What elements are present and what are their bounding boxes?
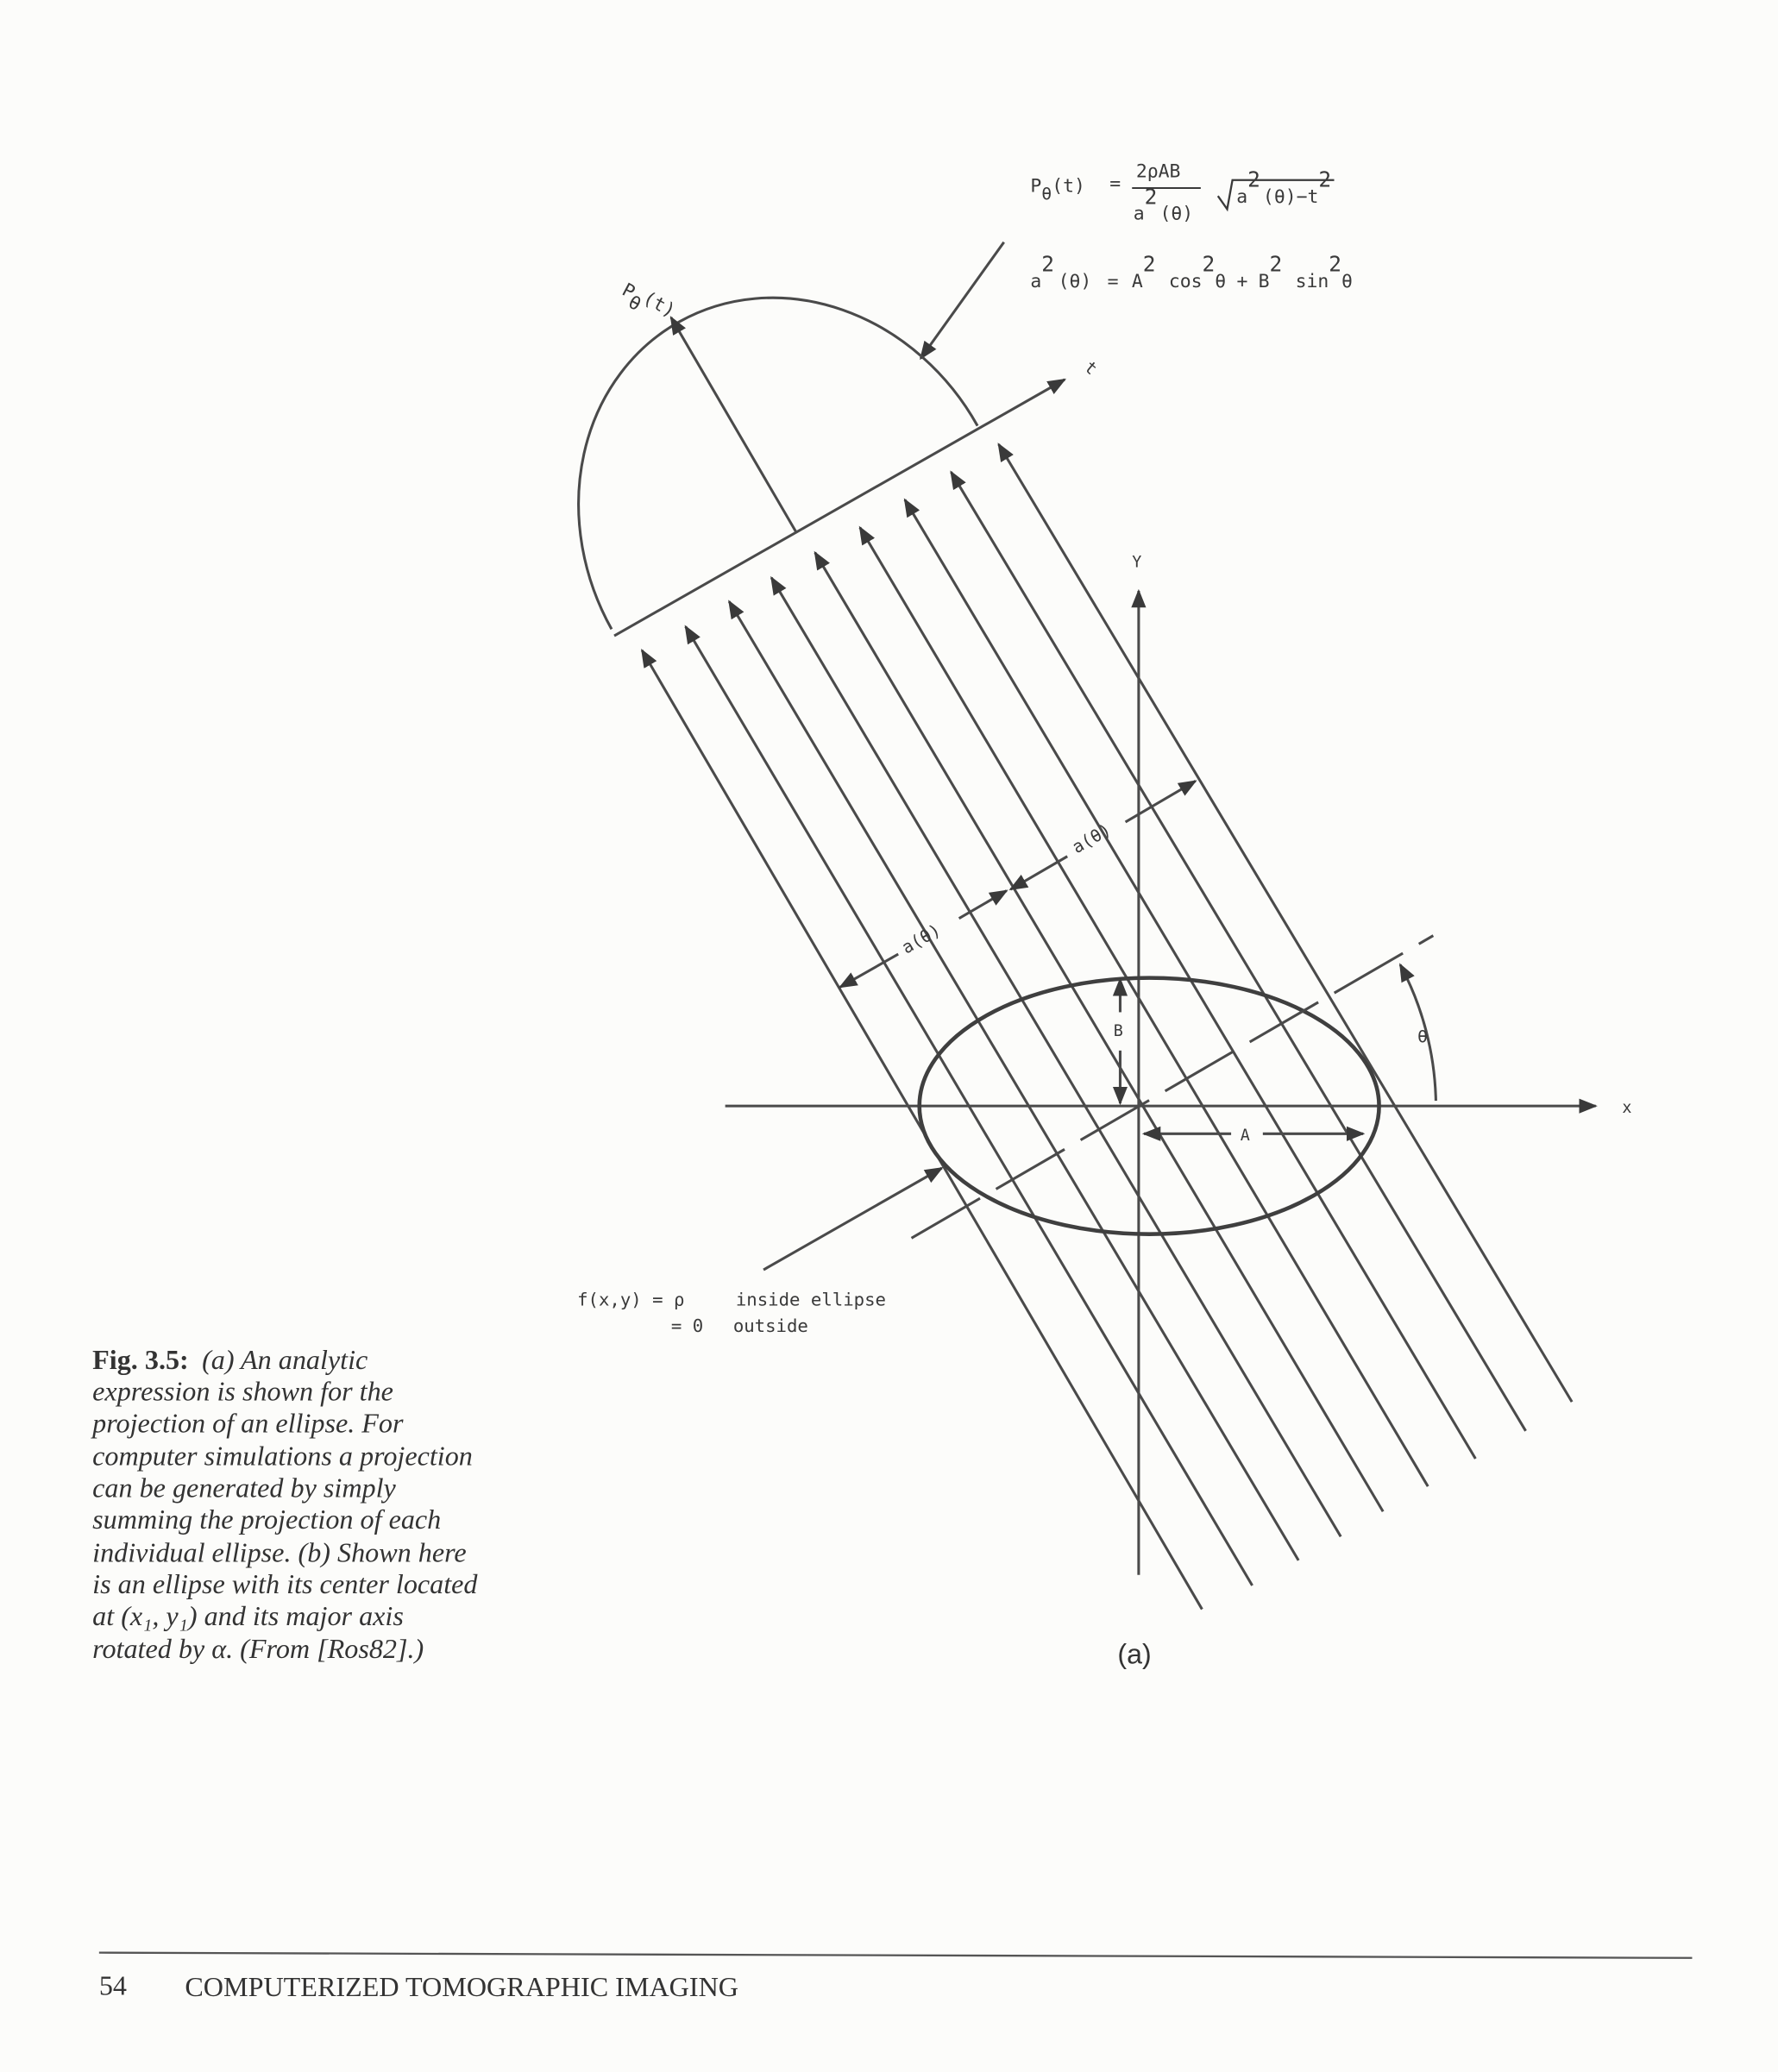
svg-text:a2(θ)−t2: a2(θ)−t2 [1236, 166, 1331, 207]
ray [727, 600, 1300, 1561]
a-theta-arrow [1124, 780, 1197, 824]
f-pointer-arrow [763, 1166, 944, 1271]
ray [950, 470, 1527, 1432]
theta-label: θ [1417, 1027, 1428, 1047]
a-label: A [1241, 1127, 1250, 1145]
svg-text:a2(θ): a2(θ) [1134, 184, 1193, 224]
rotated-axis [910, 934, 1435, 1240]
a-theta-arrow [838, 952, 899, 989]
x-axis-label: x [1622, 1099, 1631, 1117]
f-line2-rhs: outside [733, 1315, 808, 1336]
y-axis-label: Y [1132, 553, 1141, 571]
ray [814, 550, 1385, 1513]
svg-text:projection of an ellipse. For: projection of an ellipse. For [91, 1407, 404, 1438]
svg-text:a2(θ)=A2cos2θ+B2sin2θ: a2(θ)=A2cos2θ+B2sin2θ [1030, 251, 1353, 292]
f-definition: f(x,y) = ρ inside ellipse = 0 outside [577, 1289, 886, 1336]
svg-text:Pθ(t): Pθ(t) [1030, 176, 1085, 204]
projection-equation: Pθ(t) = 2ρAB a2(θ) a2(θ)−t2 [1030, 161, 1335, 225]
p-theta-axis [669, 316, 798, 534]
theta-arc [1398, 963, 1437, 1102]
svg-text:computer simulations a project: computer simulations a projection [92, 1441, 473, 1472]
ellipse [917, 976, 1381, 1236]
svg-text:summing the projection of each: summing the projection of each [92, 1504, 441, 1535]
panel-label: (a) [1117, 1638, 1151, 1669]
f-line1-rhs: inside ellipse [736, 1289, 886, 1309]
footer-rule [98, 1951, 1693, 1959]
svg-text:rotated by α. (From [Ros82].): rotated by α. (From [Ros82].) [92, 1633, 424, 1664]
a-theta-arrow [1008, 855, 1068, 891]
f-line2-lhs: = 0 [671, 1315, 703, 1336]
f-line1-lhs: f(x,y) = ρ [577, 1289, 684, 1309]
svg-text:is an ellipse with its center: is an ellipse with its center located [92, 1568, 478, 1599]
figure-caption: Fig. 3.5:(a) An analytic expression is s… [91, 1344, 478, 1664]
p-theta-label: Pθ(t) [615, 277, 679, 331]
svg-text:expression is shown for the: expression is shown for the [92, 1376, 393, 1407]
a-theta-equation: a2(θ)=A2cos2θ+B2sin2θ [1030, 251, 1353, 292]
equation-pointer-arrow [920, 241, 1005, 361]
running-title: COMPUTERIZED TOMOGRAPHIC IMAGING [185, 1971, 738, 2002]
ray [997, 443, 1574, 1403]
svg-text:at (x₁, y₁) and its major axis: at (x₁, y₁) and its major axis [92, 1600, 404, 1631]
t-axis [613, 378, 1067, 637]
svg-text:2ρAB: 2ρAB [1136, 161, 1181, 183]
ray [858, 525, 1429, 1487]
a-theta-label: a(θ) [1069, 819, 1115, 857]
page-number: 54 [99, 1970, 127, 2001]
projection-rays [640, 443, 1574, 1611]
svg-text:individual ellipse. (b) Shown: individual ellipse. (b) Shown here [92, 1536, 467, 1567]
svg-text:Fig. 3.5:(a) An analytic: Fig. 3.5:(a) An analytic [92, 1344, 368, 1375]
b-label: B [1114, 1022, 1123, 1040]
svg-text:=: = [1109, 173, 1121, 194]
svg-text:can be generated by simply: can be generated by simply [92, 1472, 396, 1503]
ray [770, 575, 1342, 1538]
a-theta-arrow [958, 889, 1008, 920]
t-axis-label: t [1080, 357, 1101, 379]
